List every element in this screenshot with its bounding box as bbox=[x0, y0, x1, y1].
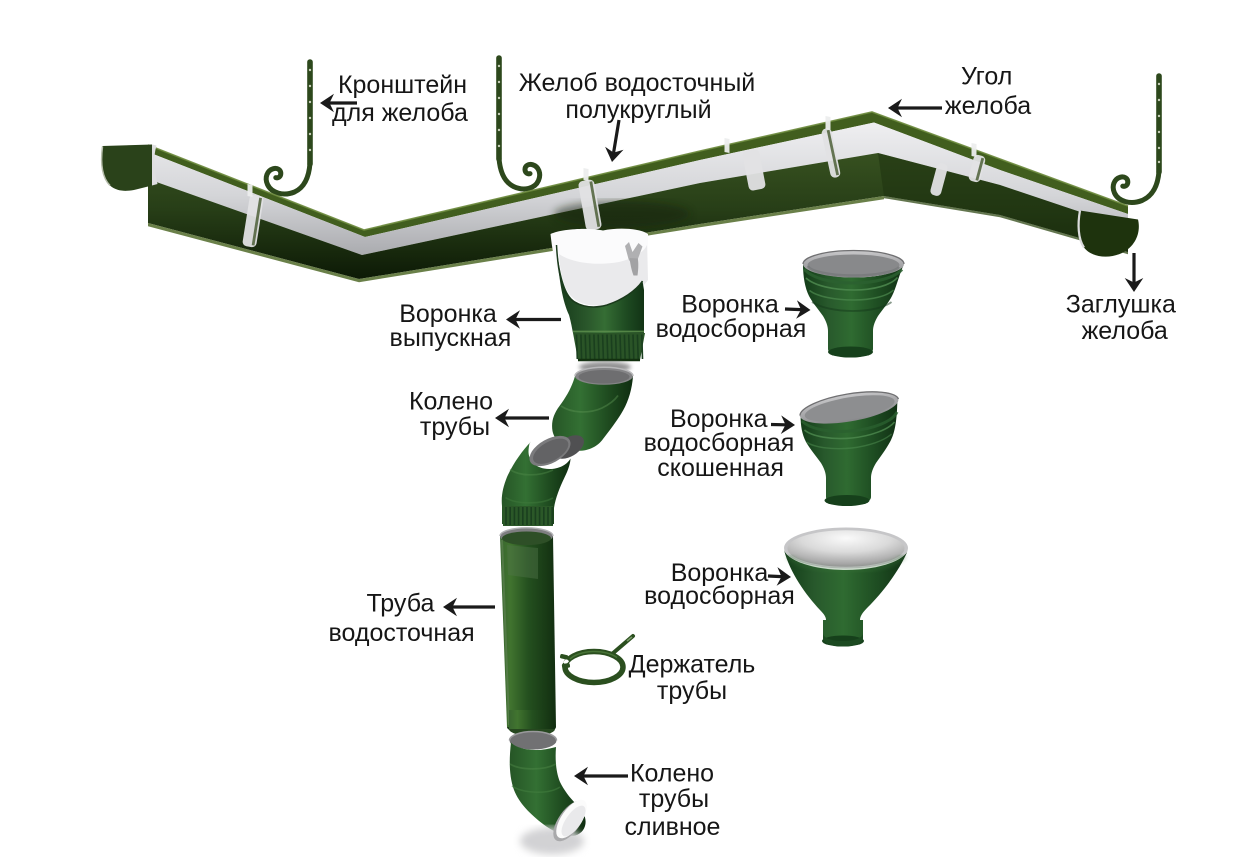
svg-text:Желоб водосточный: Желоб водосточный bbox=[519, 69, 756, 97]
svg-text:Воронка: Воронка bbox=[681, 291, 779, 319]
svg-text:Держатель: Держатель bbox=[629, 651, 756, 679]
svg-text:желоба: желоба bbox=[1082, 317, 1168, 345]
svg-text:Заглушка: Заглушка bbox=[1066, 291, 1176, 319]
svg-text:Воронка: Воронка bbox=[399, 300, 497, 328]
svg-text:Воронка: Воронка bbox=[671, 559, 769, 587]
svg-text:водосточная: водосточная bbox=[329, 619, 475, 647]
svg-text:Угол: Угол bbox=[961, 63, 1012, 91]
svg-text:трубы: трубы bbox=[639, 785, 709, 813]
svg-text:Воронка: Воронка bbox=[670, 405, 768, 433]
svg-text:Кронштейн: Кронштейн bbox=[338, 71, 467, 99]
svg-text:водосборная: водосборная bbox=[644, 582, 795, 610]
svg-text:сливное: сливное bbox=[625, 813, 721, 841]
svg-text:выпускная: выпускная bbox=[390, 324, 512, 352]
svg-text:Колено: Колено bbox=[409, 388, 493, 416]
svg-text:водосборная: водосборная bbox=[644, 429, 795, 457]
svg-text:желоба: желоба bbox=[945, 92, 1031, 120]
svg-text:трубы: трубы bbox=[420, 413, 490, 441]
svg-text:Колено: Колено bbox=[630, 760, 714, 788]
svg-text:скошенная: скошенная bbox=[657, 454, 784, 482]
svg-text:трубы: трубы bbox=[657, 677, 727, 705]
svg-text:Труба: Труба bbox=[366, 590, 434, 618]
svg-text:полукруглый: полукруглый bbox=[565, 96, 711, 124]
svg-text:водосборная: водосборная bbox=[656, 315, 807, 343]
